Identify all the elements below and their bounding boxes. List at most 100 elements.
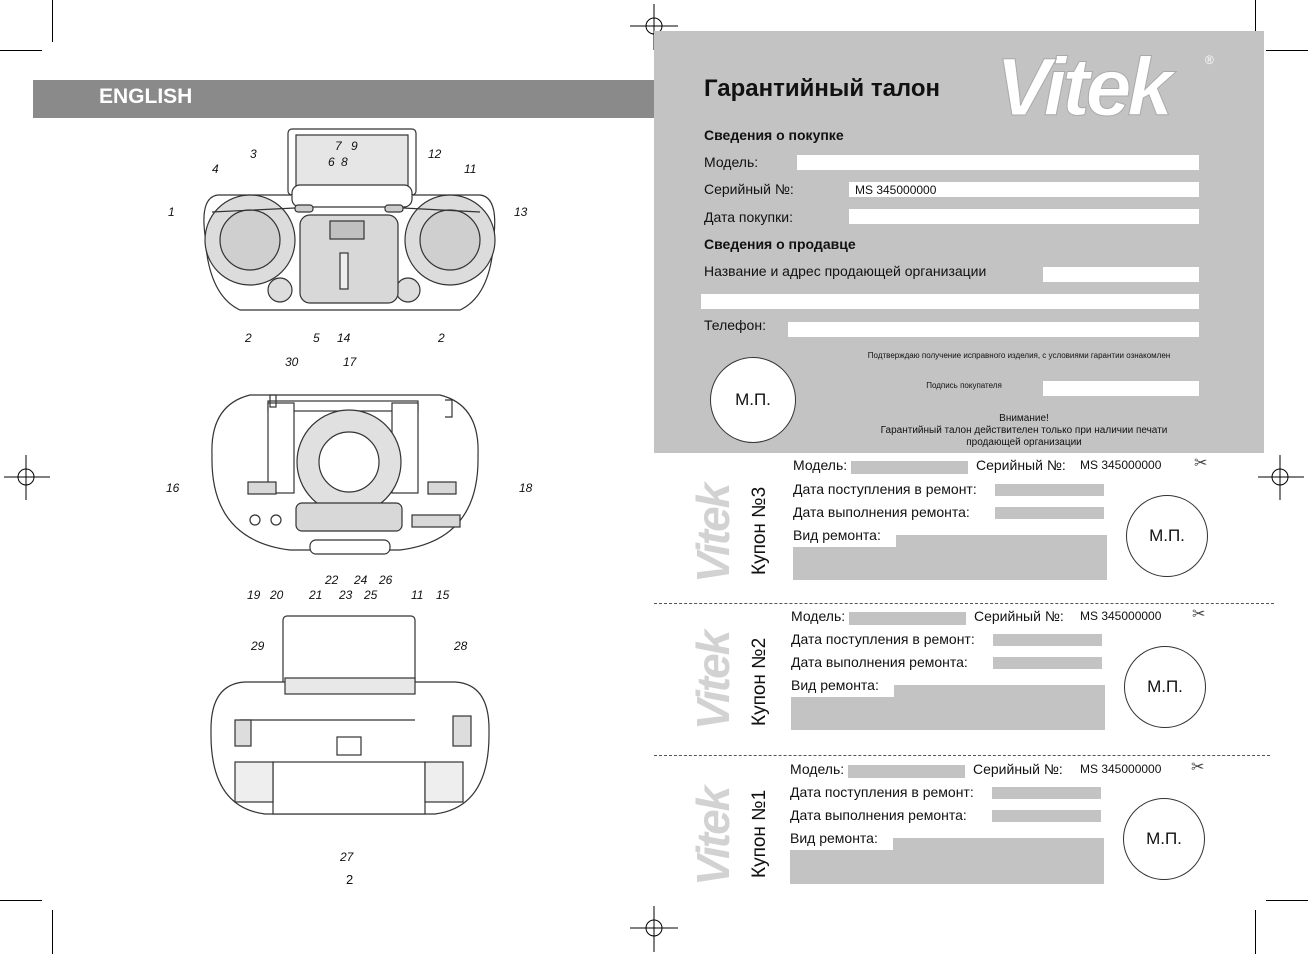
coupon-received-field[interactable]	[993, 634, 1102, 646]
warranty-title: Гарантийный талон	[704, 75, 941, 102]
scissors-icon: ✂	[1192, 606, 1206, 623]
phone-field[interactable]	[788, 322, 1199, 337]
coupon-model-label: Модель:	[790, 761, 845, 777]
coupon-serial-value: MS 345000000	[1080, 762, 1162, 776]
callout-27: 27	[340, 850, 354, 864]
back-view-illustration	[210, 615, 490, 815]
coupon-repair-field[interactable]	[896, 535, 1107, 580]
callout-13: 13	[514, 205, 528, 219]
coupon-title: Купон №2	[749, 637, 770, 726]
notice-line-1: Гарантийный талон действителен только пр…	[880, 425, 1168, 436]
coupon-repair-label: Вид ремонта:	[790, 830, 878, 846]
coupon-3: Vitek Купон №3 Модель: Серийный №: MS 34…	[654, 453, 1274, 603]
callout-14: 14	[337, 331, 351, 345]
cut-line	[654, 755, 1270, 756]
coupon-repair-field[interactable]	[894, 685, 1105, 730]
coupon-vitek-logo: Vitek	[687, 787, 739, 886]
language-label: ENGLISH	[99, 85, 193, 108]
notice-title: Внимание!	[999, 413, 1049, 424]
callout-11: 11	[464, 162, 477, 176]
purchase-date-field[interactable]	[849, 209, 1199, 224]
vitek-logo: Vitek	[996, 42, 1174, 134]
coupon-serial-value: MS 345000000	[1080, 458, 1162, 472]
callout-18: 18	[519, 481, 533, 495]
coupon-serial-label: Серийный №:	[973, 761, 1063, 777]
callout-1: 1	[168, 205, 175, 219]
coupon-repair-field-extension	[793, 547, 897, 580]
coupon-received-label: Дата поступления в ремонт:	[793, 481, 977, 497]
callout-19: 19	[247, 588, 261, 602]
crop-mark	[1266, 900, 1308, 901]
callout-2: 2	[438, 331, 445, 345]
coupon-model-field[interactable]	[848, 765, 965, 778]
coupon-received-label: Дата поступления в ремонт:	[790, 784, 974, 800]
callout-17: 17	[343, 355, 357, 369]
coupon-received-field[interactable]	[992, 787, 1101, 799]
coupon-model-field[interactable]	[849, 612, 966, 625]
callout-11: 11	[411, 588, 424, 602]
warranty-card: Гарантийный талон Vitek ® Сведения о пок…	[654, 31, 1264, 453]
coupon-title: Купон №3	[749, 486, 770, 575]
coupon-vitek-logo: Vitek	[687, 631, 739, 730]
callout-30: 30	[285, 355, 299, 369]
coupon-repair-field-extension	[791, 697, 895, 730]
coupon-model-field[interactable]	[851, 461, 968, 474]
seller-address-field[interactable]	[701, 294, 1199, 309]
stamp-circle: М.П.	[710, 357, 796, 443]
callout-12: 12	[428, 147, 442, 161]
callout-7: 7	[335, 139, 342, 153]
crop-mark	[52, 910, 53, 954]
seller-label: Название и адрес продающей организации	[704, 263, 987, 279]
coupon-serial-value: MS 345000000	[1080, 609, 1162, 623]
crop-mark	[0, 900, 42, 901]
callout-20: 20	[270, 588, 284, 602]
coupon-title: Купон №1	[749, 789, 770, 878]
coupon-model-label: Модель:	[791, 608, 846, 624]
signature-field[interactable]	[1043, 381, 1199, 396]
purchase-section-heading: Сведения о покупке	[704, 127, 844, 143]
callout-4: 4	[212, 162, 219, 176]
seller-field[interactable]	[1043, 267, 1199, 282]
callout-6: 6	[328, 155, 335, 169]
callout-29: 29	[251, 639, 265, 653]
coupon-done-field[interactable]	[995, 507, 1104, 519]
front-view-illustration	[203, 128, 496, 311]
callout-16: 16	[166, 481, 180, 495]
cut-line	[654, 603, 1274, 604]
callout-28: 28	[454, 639, 468, 653]
coupon-model-label: Модель:	[793, 457, 848, 473]
coupon-stamp: М.П.	[1126, 495, 1208, 577]
coupon-done-field[interactable]	[993, 657, 1102, 669]
seller-section-heading: Сведения о продавце	[704, 236, 856, 252]
notice-line-2: продающей организации	[966, 437, 1082, 448]
callout-9: 9	[351, 139, 358, 153]
scissors-icon: ✂	[1191, 759, 1205, 776]
coupon-repair-label: Вид ремонта:	[793, 527, 881, 543]
callout-24: 24	[354, 573, 368, 587]
page-number: 2	[346, 872, 354, 887]
crop-mark	[52, 0, 53, 42]
coupon-1: Vitek Купон №1 Модель: Серийный №: MS 34…	[654, 756, 1274, 906]
coupon-vitek-logo: Vitek	[687, 484, 739, 583]
coupon-done-field[interactable]	[992, 810, 1101, 822]
callout-2: 2	[245, 331, 252, 345]
registered-mark: ®	[1205, 53, 1214, 67]
purchase-date-label: Дата покупки:	[704, 209, 793, 225]
crop-mark	[1255, 0, 1256, 42]
serial-value: MS 345000000	[855, 183, 937, 197]
callout-15: 15	[436, 588, 450, 602]
coupon-received-label: Дата поступления в ремонт:	[791, 631, 975, 647]
coupon-serial-label: Серийный №:	[974, 608, 1064, 624]
callout-23: 23	[339, 588, 353, 602]
coupon-repair-field[interactable]	[893, 838, 1104, 884]
serial-field[interactable]: MS 345000000	[849, 182, 1199, 197]
coupon-received-field[interactable]	[995, 484, 1104, 496]
callout-3: 3	[250, 147, 257, 161]
model-field[interactable]	[797, 155, 1199, 170]
phone-label: Телефон:	[704, 317, 766, 333]
model-label: Модель:	[704, 154, 759, 170]
confirm-text: Подтверждаю получение исправного изделия…	[867, 351, 1171, 360]
coupon-stamp: М.П.	[1123, 798, 1205, 880]
signature-label: Подпись покупателя	[926, 381, 1002, 390]
top-view-illustration	[211, 394, 479, 555]
